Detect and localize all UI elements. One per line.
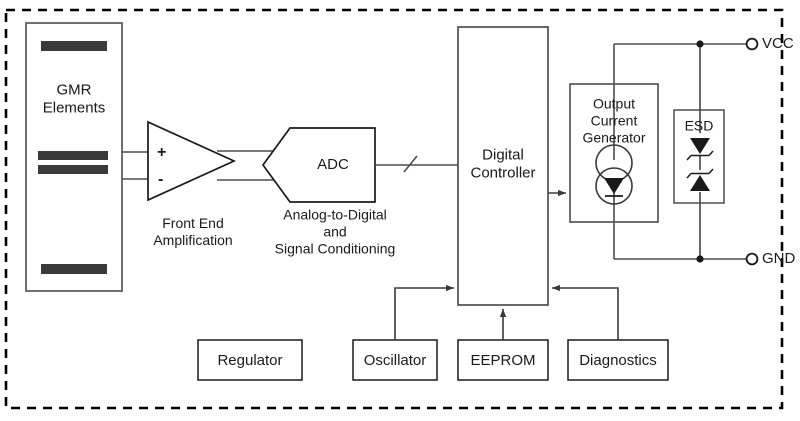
regulator-box (197, 339, 303, 381)
oscillator-label: Oscillator (363, 351, 427, 369)
junction-dot-vcc (696, 40, 704, 48)
zener-diode-up-icon (690, 175, 710, 191)
junction-dot-gnd (696, 255, 704, 263)
gnd-terminal-label: GND (762, 250, 796, 267)
vcc-terminal-label: VCC (762, 35, 794, 52)
digital-controller-label: Digital Controller (470, 146, 536, 182)
gmr-element-bar (41, 41, 107, 51)
digital-controller-box (457, 26, 549, 306)
connection-diagnostics-to-controller (551, 284, 619, 340)
bus-slash-marker (403, 155, 418, 173)
gnd-terminal-icon[interactable] (745, 252, 759, 266)
package-boundary (4, 8, 784, 410)
gmr-element-bar (38, 165, 108, 174)
eeprom-label: EEPROM (470, 351, 536, 369)
zener-diode-down-bar-icon (686, 150, 714, 161)
gmr-elements-label: GMR Elements (42, 81, 106, 117)
regulator-label: Regulator (217, 351, 283, 369)
connection-oscillator-to-controller (394, 284, 455, 340)
diagnostics-label: Diagnostics (579, 351, 657, 369)
vcc-terminal-icon[interactable] (745, 37, 759, 51)
adc-label: ADC (317, 155, 349, 173)
zener-diode-down-icon (690, 138, 710, 154)
gmr-element-bar (38, 151, 108, 160)
adc-block-shape (261, 127, 376, 203)
current-source-circle-bottom (595, 167, 633, 205)
front-end-amplifier-symbol (147, 120, 237, 202)
amplifier-minus-pin-label: - (158, 171, 164, 188)
amplifier-plus-pin-label: + (157, 144, 167, 161)
analog-to-digital-caption: Analog-to-Digital and Signal Conditionin… (274, 206, 396, 257)
output-current-generator-label: Output Current Generator (582, 95, 646, 146)
esd-label: ESD (684, 117, 714, 134)
front-end-amplification-caption: Front End Amplification (153, 214, 233, 248)
zener-diode-up-bar-icon (686, 168, 714, 179)
gmr-element-bar (41, 264, 107, 274)
current-source-arrow-icon (604, 178, 624, 194)
